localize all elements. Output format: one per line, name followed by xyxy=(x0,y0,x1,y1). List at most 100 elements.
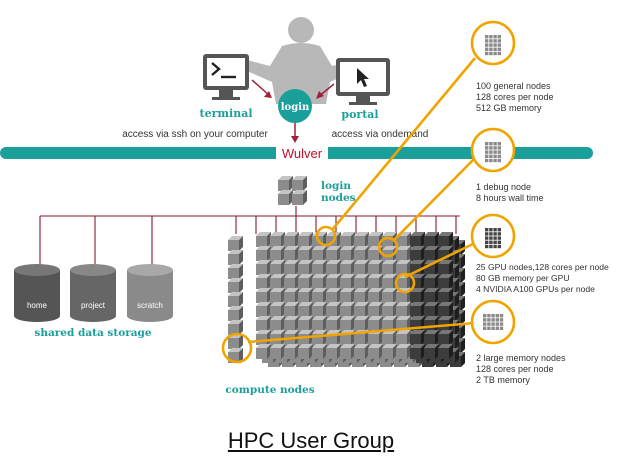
compute-node-cube xyxy=(354,316,369,331)
chip-cell xyxy=(493,154,497,158)
chip-cell xyxy=(485,244,489,249)
compute-node-cube xyxy=(340,302,355,317)
compute-node-cube xyxy=(354,274,369,289)
compute-node-cube xyxy=(256,316,271,331)
compute-node-cube xyxy=(438,316,453,331)
chip-cell xyxy=(483,318,487,322)
compute-node-cube xyxy=(228,236,243,251)
chip-cell xyxy=(497,228,501,232)
storage-project-label: project xyxy=(81,301,106,310)
compute-node-cube xyxy=(382,260,397,275)
compute-node-cube xyxy=(438,274,453,289)
compute-node-cube xyxy=(228,306,243,321)
chip-cell xyxy=(493,158,497,163)
chip-cell xyxy=(493,228,497,232)
chip-cell xyxy=(485,51,489,56)
compute-node-cube xyxy=(326,330,341,345)
compute-node-cube xyxy=(228,278,243,293)
compute-node-cube xyxy=(270,260,285,275)
chip-cell xyxy=(497,39,501,43)
compute-node-cube xyxy=(284,274,299,289)
compute-node-cube xyxy=(424,232,439,247)
compute-node-cube xyxy=(424,330,439,345)
compute-node-cube xyxy=(368,274,383,289)
compute-node-cube xyxy=(396,344,411,359)
compute-node-cube xyxy=(270,288,285,303)
compute-node-cube xyxy=(438,302,453,317)
compute-node-cube xyxy=(410,302,425,317)
compute-node-cube xyxy=(298,302,313,317)
general-nodes-text: 100 general nodes 128 cores per node 512… xyxy=(476,81,554,113)
compute-node-cube xyxy=(284,344,299,359)
compute-node-cube xyxy=(326,316,341,331)
compute-node-cube xyxy=(424,316,439,331)
chip-cell xyxy=(489,142,493,146)
storage-scratch-icon xyxy=(127,264,173,322)
general-nodes-line-3: 512 GB memory xyxy=(476,103,542,113)
chip-cell xyxy=(489,146,493,150)
chip-cell xyxy=(493,142,497,146)
chip-cell xyxy=(485,142,489,146)
compute-node-cube xyxy=(284,246,299,261)
compute-node-cube xyxy=(270,330,285,345)
chip-cell xyxy=(485,35,489,39)
compute-node-cube xyxy=(326,288,341,303)
compute-node-cube xyxy=(284,260,299,275)
compute-node-cube xyxy=(438,344,453,359)
chip-cell xyxy=(485,43,489,47)
chip-cell xyxy=(497,51,501,56)
chip-cell xyxy=(485,47,489,51)
chip-cell xyxy=(497,232,501,236)
chip-cell xyxy=(497,244,501,249)
compute-node-cube xyxy=(284,288,299,303)
chip-cell xyxy=(495,326,499,330)
ssh-access-label: access via ssh on your computer xyxy=(122,129,268,140)
storage-scratch-label: scratch xyxy=(137,301,163,310)
compute-node-cube xyxy=(354,288,369,303)
chip-cell xyxy=(489,244,493,249)
chip-cell xyxy=(483,322,487,326)
compute-node-cube xyxy=(270,316,285,331)
compute-node-cube xyxy=(228,320,243,335)
compute-node-cube xyxy=(270,246,285,261)
chip-cell xyxy=(497,43,501,47)
compute-node-cube xyxy=(354,246,369,261)
compute-node-cube xyxy=(396,330,411,345)
compute-node-cube xyxy=(326,246,341,261)
compute-node-cube xyxy=(368,232,383,247)
login-nodes-label-1: login xyxy=(321,180,351,192)
callout-rings xyxy=(221,225,416,364)
compute-node-cube xyxy=(340,260,355,275)
chip-cell xyxy=(497,158,501,163)
general-nodes-badge xyxy=(470,20,516,66)
chip-cell xyxy=(497,236,501,240)
compute-node-cube xyxy=(354,260,369,275)
chip-cell xyxy=(493,47,497,51)
chip-cell xyxy=(497,240,501,244)
compute-node-cube xyxy=(312,274,327,289)
compute-node-cube xyxy=(340,288,355,303)
compute-node-cube xyxy=(410,344,425,359)
chip-cell xyxy=(485,236,489,240)
chip-cell xyxy=(485,146,489,150)
chip-cell xyxy=(489,240,493,244)
terminal-label: terminal xyxy=(200,107,253,120)
chip-cell xyxy=(483,314,487,318)
shared-storage-label: shared data storage xyxy=(34,327,151,339)
compute-node-cube xyxy=(256,260,271,275)
user-silhouette-icon xyxy=(236,17,366,104)
compute-node-cube xyxy=(438,260,453,275)
chip-cell xyxy=(493,232,497,236)
chip-cell xyxy=(493,146,497,150)
compute-node-cube xyxy=(396,246,411,261)
chip-cell xyxy=(489,47,493,51)
chip-cell xyxy=(489,228,493,232)
chip-cell xyxy=(485,158,489,163)
compute-node-rack xyxy=(228,232,465,367)
chip-cell xyxy=(493,51,497,56)
compute-node-cube xyxy=(410,232,425,247)
compute-node-cube xyxy=(326,344,341,359)
compute-node-cube xyxy=(368,344,383,359)
compute-node-cube xyxy=(340,344,355,359)
